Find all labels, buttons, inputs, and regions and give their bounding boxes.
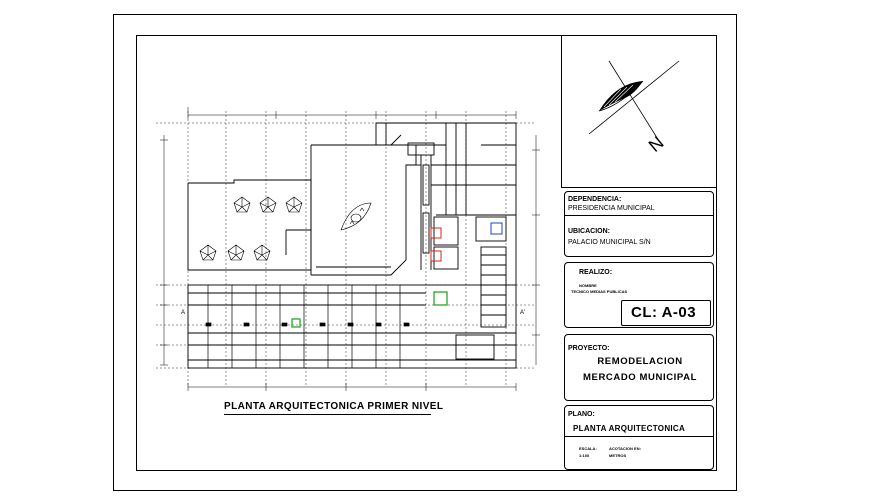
column xyxy=(403,322,410,327)
column xyxy=(319,322,326,327)
dimension-sides xyxy=(160,135,540,366)
plano-divider xyxy=(565,436,713,437)
umbrella-icon xyxy=(259,196,277,213)
proyecto-box: PROYECTO: REMODELACION MERCADO MUNICIPAL xyxy=(564,334,714,401)
umbrella-icon xyxy=(227,244,245,261)
column xyxy=(375,322,382,327)
fixture-red-1 xyxy=(430,227,442,239)
plano-value: PLANTA ARQUITECTONICA xyxy=(573,424,686,433)
umbrella-tables xyxy=(199,196,303,261)
fixture-red-2 xyxy=(430,250,442,262)
column xyxy=(243,322,250,327)
stalls xyxy=(205,285,410,368)
plano-box: PLANO: PLANTA ARQUITECTONICA ESCALA: 1:1… xyxy=(564,405,714,470)
dimension-bottom xyxy=(187,383,517,391)
realizo-label: REALIZO: xyxy=(579,269,613,276)
plano-label: PLANO: xyxy=(568,411,595,418)
fountain-icon xyxy=(340,202,372,231)
column xyxy=(347,322,354,327)
sheet-code: CL: A-03 xyxy=(631,304,697,321)
axis-grid xyxy=(156,111,536,385)
fixture-blue xyxy=(490,222,503,235)
escala-value: 1:100 xyxy=(579,453,590,458)
escala-label: ESCALA: xyxy=(579,446,597,451)
axis-right-label: A' xyxy=(520,310,525,316)
north-arrow-icon xyxy=(588,60,680,142)
north-cell xyxy=(561,35,717,188)
dimension-top xyxy=(187,107,517,119)
sheet-code-box: CL: A-03 xyxy=(621,300,711,326)
drawing-frame xyxy=(136,35,717,471)
realizo-line1: NOMBRE xyxy=(579,283,597,288)
axis-left-label: A xyxy=(181,310,185,316)
dependencia-box: DEPENDENCIA: PRESIDENCIA MUNICIPAL UBICA… xyxy=(564,191,714,257)
proyecto-line1: REMODELACION xyxy=(597,356,683,367)
east-wing xyxy=(375,122,517,328)
planter-green-center xyxy=(291,318,301,328)
ubicacion-value: PALACIO MUNICIPAL S/N xyxy=(568,239,651,246)
dependencia-label: DEPENDENCIA: xyxy=(568,196,622,203)
sheet-border xyxy=(113,14,737,491)
ubicacion-label: UBICACION: xyxy=(568,228,610,235)
planter-green xyxy=(433,291,448,306)
umbrella-icon xyxy=(199,244,217,261)
umbrella-icon xyxy=(285,196,303,213)
umbrella-icon xyxy=(233,196,251,213)
proyecto-line2: MERCADO MUNICIPAL xyxy=(583,372,697,383)
column xyxy=(205,322,212,327)
dependencia-divider xyxy=(565,215,713,216)
dependencia-value: PRESIDENCIA MUNICIPAL xyxy=(568,205,655,212)
plan-title-underline xyxy=(224,414,431,415)
floor-plan: A A' xyxy=(156,107,540,391)
acotacion-label: ACOTACION EN: xyxy=(609,446,641,451)
proyecto-label: PROYECTO: xyxy=(568,345,610,352)
umbrella-icon xyxy=(253,244,271,261)
plan-title: PLANTA ARQUITECTONICA PRIMER NIVEL xyxy=(224,401,444,412)
column xyxy=(281,322,288,327)
acotacion-value: METROS xyxy=(609,453,627,458)
realizo-line2: TECNICO MEDIAS PUBLICAS xyxy=(571,289,628,294)
